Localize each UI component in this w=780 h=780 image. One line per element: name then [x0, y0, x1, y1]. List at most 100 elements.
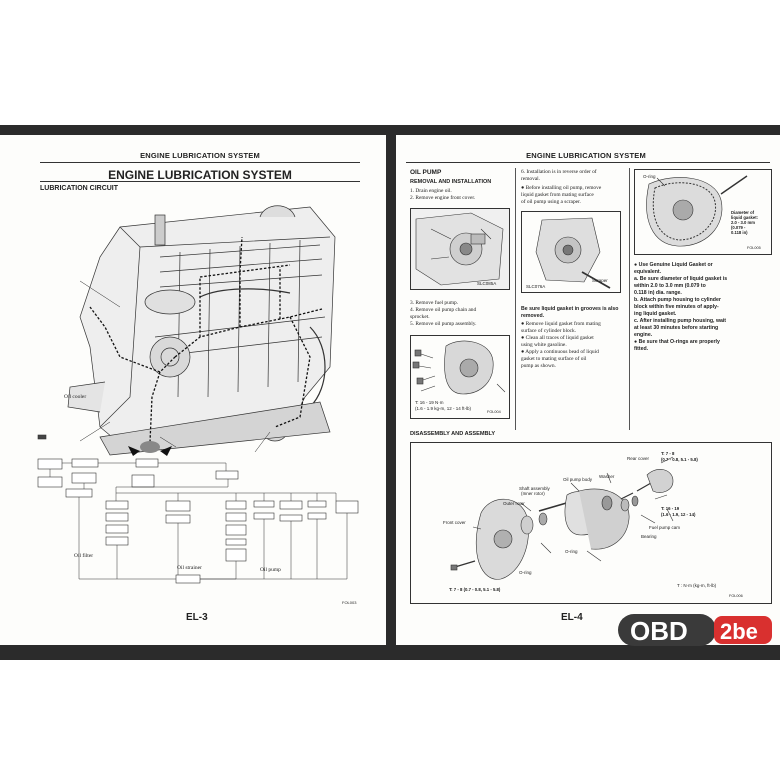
engine-cutaway-illustration [67, 205, 336, 456]
column-rule-2 [629, 168, 630, 430]
gasket-bullet-2: ● Clean all traces of liquid gasket [521, 335, 594, 341]
gasket-bullet-3b: gasket to mating surface of oil [521, 356, 587, 362]
figure-code: FOL004 [487, 410, 501, 414]
note-a3: 0.118 in) dia. range. [634, 290, 682, 296]
lubrication-flow-chart [37, 434, 359, 584]
note-b2: block within five minutes of apply- [634, 304, 719, 310]
callout-oil-filter: Oil filter [74, 553, 94, 559]
figure-liquid-gasket: O-ring Diameter of liquid gasket: 2.0 - … [634, 169, 772, 255]
note-a2: within 2.0 to 3.0 mm (0.079 to [634, 283, 706, 289]
oil-pump-exploded-illustration [450, 456, 674, 580]
step-4: 4. Remove oil pump chain and [410, 307, 477, 313]
title-rule [40, 181, 360, 182]
note-c3: engine. [634, 332, 653, 338]
note-a: a. Be sure diameter of liquid gasket is [634, 276, 728, 282]
torque-units-legend: T : N·m (kg-m, ft-lb) [677, 583, 717, 588]
figure-pump-bolts: T: 16 - 19 N·m (1.6 - 1.9 kg-m, 12 - 14 … [410, 335, 510, 419]
label-oil-pump-body: Oil pump body [563, 477, 593, 482]
page-title: ENGINE LUBRICATION SYSTEM [108, 168, 292, 182]
oil-pump-bolts-illustration [412, 340, 506, 395]
page-el-3: ENGINE LUBRICATION SYSTEM ENGINE LUBRICA… [0, 135, 386, 645]
pump-gasket-illustration [646, 175, 748, 247]
scraper-illustration [535, 217, 611, 289]
disassembly-heading: DISASSEMBLY AND ASSEMBLY [410, 431, 496, 437]
figure-code: FOL003 [342, 600, 357, 605]
note-1: ● Use Genuine Liquid Gasket or [634, 262, 713, 268]
section-heading-oil-pump: OIL PUMP [410, 169, 442, 176]
page-number: EL-4 [561, 612, 583, 623]
subheading-removal: REMOVAL AND INSTALLATION [410, 179, 492, 185]
logo-text-obd: OBD [630, 616, 688, 646]
gasket-diameter-1: Diameter of [731, 210, 755, 215]
top-scan-border [0, 125, 780, 135]
label-fuel-pump-cam: Fuel pump cam [649, 525, 681, 530]
gasket-diameter-2: liquid gasket: [731, 215, 758, 220]
oil-pump-front-illustration [415, 212, 504, 286]
gasket-bullet-3: ● Apply a continuous bead of liquid [521, 349, 599, 355]
figure-front-cover-removed: SLC085A [410, 208, 510, 290]
callout-oil-pump: Oil pump [260, 567, 281, 573]
torque-rear-cover: T: 7 - 8 [661, 451, 675, 456]
label-rear-cover: Rear cover [627, 456, 650, 461]
figure-scraper: SLC076A Scraper [521, 211, 621, 293]
bottom-scan-border [0, 645, 780, 660]
label-washer: Washer [599, 474, 615, 479]
figure-exploded-view: Rear cover Washer Oil pump body Shaft as… [410, 442, 772, 604]
note-c2: at least 30 minutes before starting [634, 325, 719, 331]
callout-oil-cooler: Oil cooler [64, 394, 87, 400]
column-rule-1 [515, 168, 516, 430]
label-o-ring-mid: O-ring [565, 549, 578, 554]
label-shaft-assembly: Shaft assembly [519, 486, 550, 491]
torque-spec-units: (1.6 - 1.9 kg-m, 12 - 14 ft-lb) [415, 406, 472, 411]
label-o-ring-low: O-ring [519, 570, 532, 575]
page-number: EL-3 [186, 612, 208, 623]
header-rule [406, 162, 770, 163]
torque-front-cover: T: 7 - 8 (0.7 - 0.8, 5.1 - 5.8) [449, 587, 501, 592]
running-head: ENGINE LUBRICATION SYSTEM [526, 151, 646, 160]
step-2: 2. Remove engine front cover. [410, 195, 476, 201]
book-gutter [386, 135, 396, 645]
page-el-4: ENGINE LUBRICATION SYSTEM OIL PUMP REMOV… [396, 135, 780, 645]
note-b: b. Attach pump housing to cylinder [634, 297, 721, 303]
obd2be-logo: OBD 2be [618, 614, 772, 646]
callout-oil-strainer: Oil strainer [177, 565, 202, 571]
figure-code: FOL005 [747, 246, 761, 250]
figure-code: SLC085A [477, 281, 497, 286]
torque-rear-cover-units: (0.7 - 0.8, 5.1 - 5.8) [661, 457, 698, 462]
header-rule [40, 162, 360, 163]
gasket-diameter-5: 0.118 in) [731, 230, 748, 235]
figure-code: SLC076A [526, 284, 546, 289]
step-4-cont: sprocket. [410, 314, 430, 320]
torque-cam-units: (1.6 - 1.9, 12 - 14) [661, 512, 696, 517]
note-b3: ing liquid gasket. [634, 311, 677, 317]
label-bearing: Bearing [641, 534, 657, 539]
label-front-cover: Front cover [443, 520, 466, 525]
label-outer-rotor: Outer rotor [503, 501, 525, 506]
step-5: 5. Remove oil pump assembly. [410, 321, 477, 327]
gasket-warning: Be sure liquid gasket in grooves is also [521, 306, 619, 312]
gasket-diameter-3: 2.0 - 3.0 mm [731, 220, 755, 225]
label-o-ring: O-ring [643, 174, 656, 179]
step-6-cont: removal. [521, 176, 541, 182]
label-scraper: Scraper [592, 278, 608, 283]
torque-spec: T: 16 - 19 N·m [415, 400, 444, 405]
gasket-bullet-3c: pump as shown. [521, 363, 556, 369]
section-heading: LUBRICATION CIRCUIT [40, 185, 119, 192]
bullet-remove-gasket-3: of oil pump using a scraper. [521, 199, 581, 205]
gasket-warning-2: removed. [521, 313, 545, 319]
gasket-bullet-1b: surface of cylinder block. [521, 328, 577, 334]
gasket-bullet-2b: using white gasoline. [521, 342, 567, 348]
logo-text-2be: 2be [720, 619, 758, 644]
figure-code: FOL006 [729, 594, 743, 598]
bullet-remove-gasket-2: liquid gasket from mating surface [521, 192, 594, 198]
step-6: 6. Installation is in reverse order of [521, 169, 597, 175]
bullet-remove-gasket: ● Before installing oil pump, remove [521, 185, 602, 191]
note-o-ring-2: fitted. [634, 346, 649, 352]
step-1: 1. Drain engine oil. [410, 188, 452, 194]
step-3: 3. Remove fuel pump. [410, 300, 459, 306]
running-head: ENGINE LUBRICATION SYSTEM [140, 151, 260, 160]
note-1b: equivalent. [634, 269, 662, 275]
torque-cam: T: 16 - 19 [661, 506, 680, 511]
gasket-diameter-4: (0.079 - [731, 225, 746, 230]
gasket-bullet-1: ● Remove liquid gasket from mating [521, 321, 601, 327]
